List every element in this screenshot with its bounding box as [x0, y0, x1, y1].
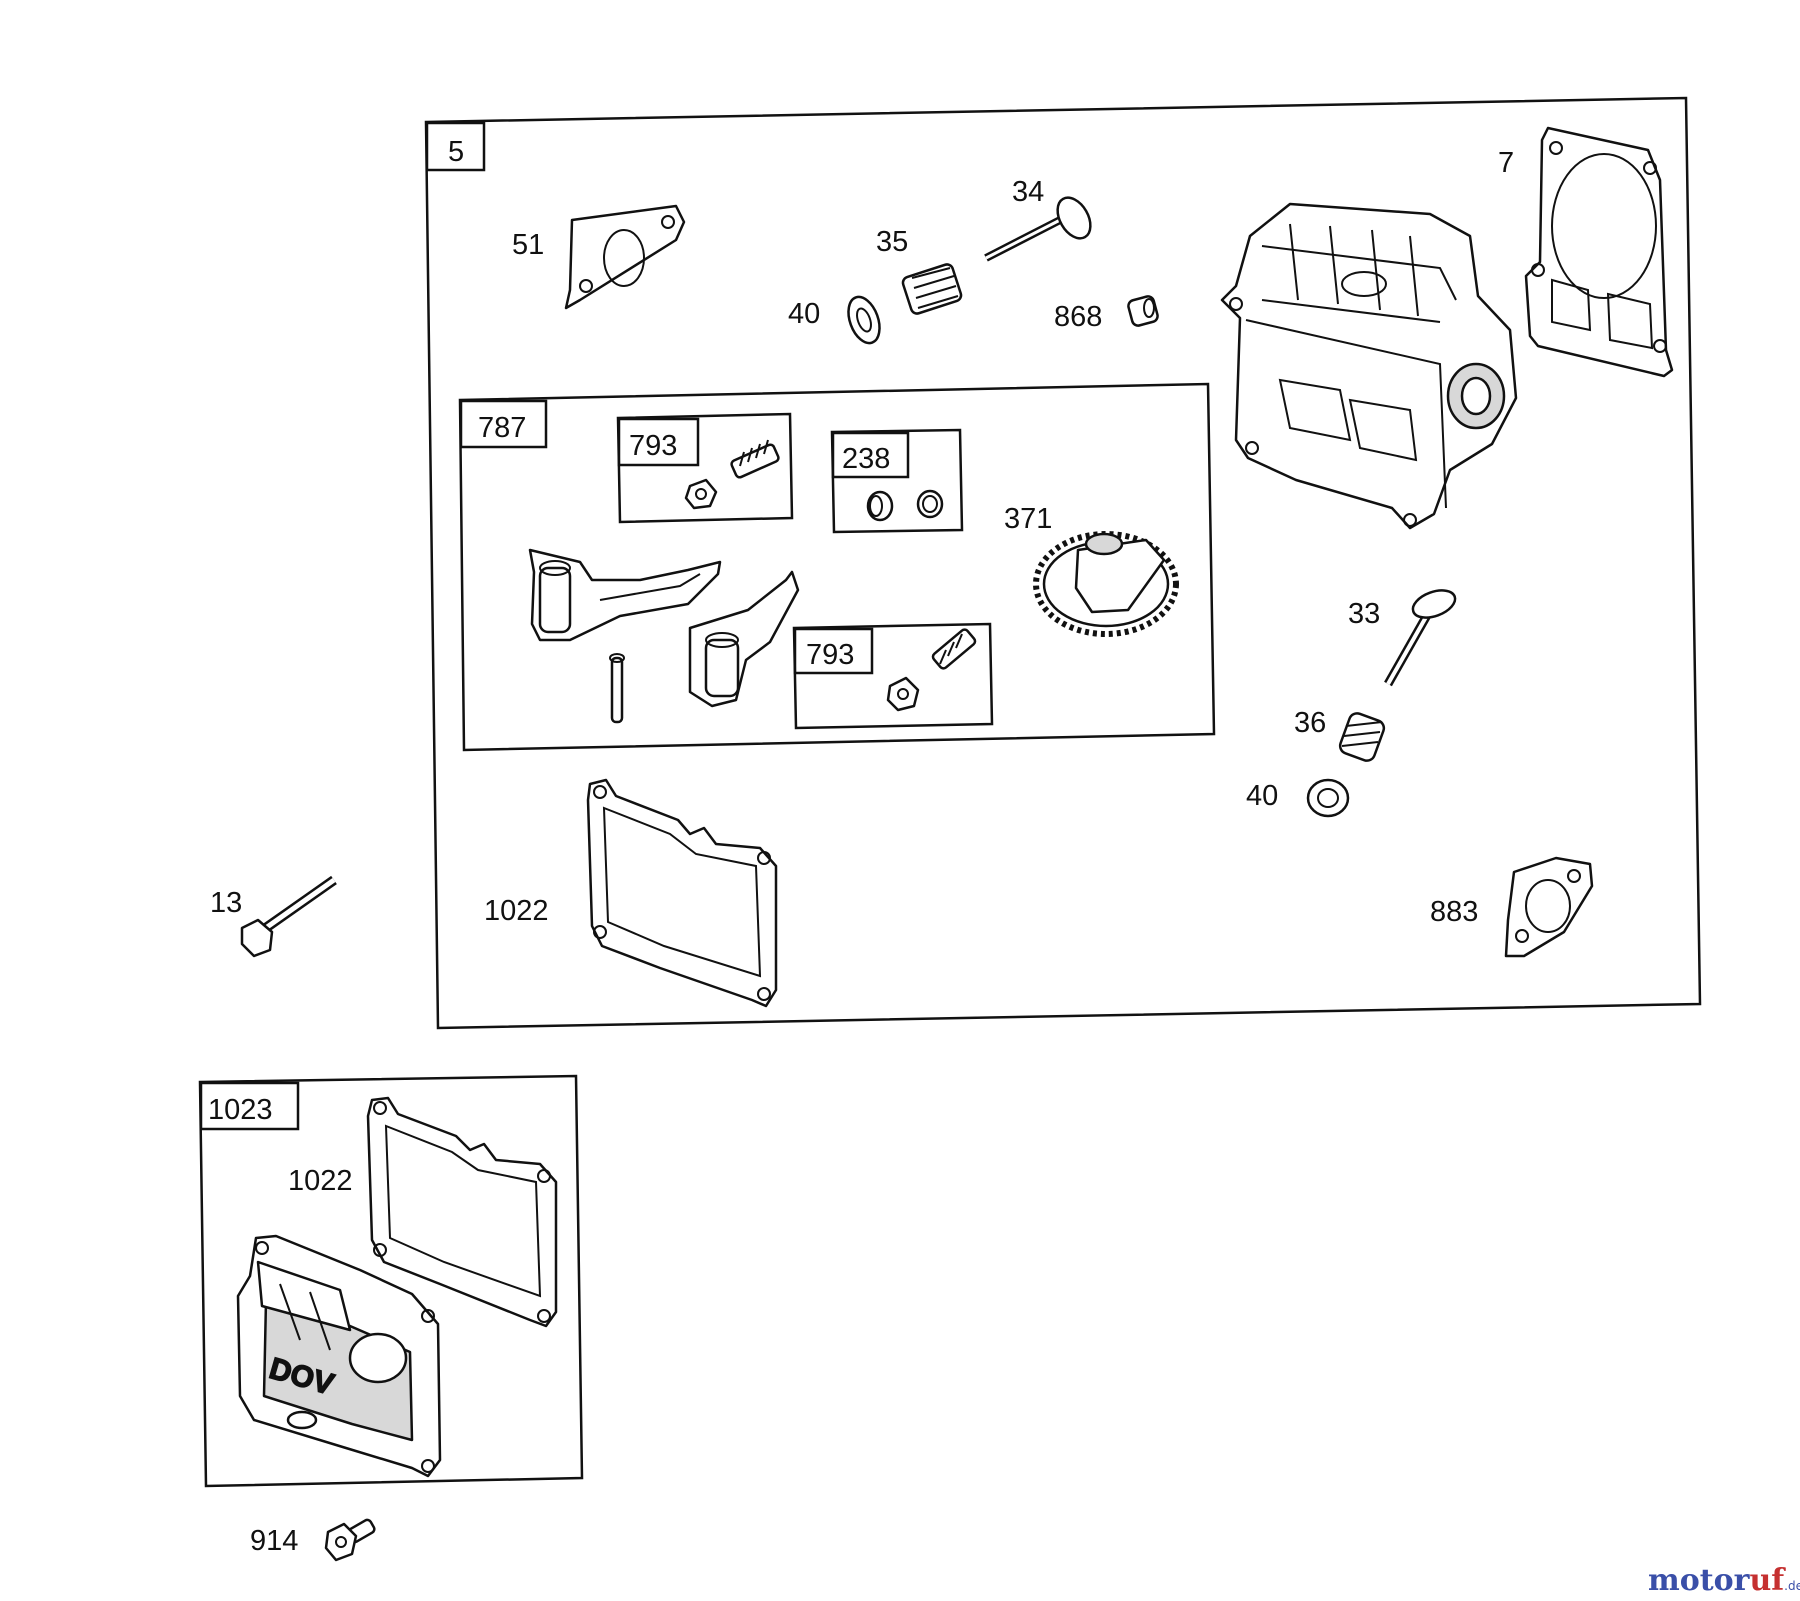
watermark-text: motoruf.de	[1648, 1563, 1800, 1598]
part-label-13: 13	[210, 887, 242, 919]
part-label-36: 36	[1294, 707, 1326, 739]
rocker-arm-left-part[interactable]	[528, 548, 722, 642]
adjuster-screw-top-part[interactable]	[730, 439, 780, 479]
cover-kit-label: 1023	[208, 1094, 273, 1126]
adjuster-nut-bottom-part[interactable]	[886, 676, 920, 712]
adjuster-kit-bottom-frame: 793	[792, 622, 994, 730]
cover-screw-part[interactable]	[324, 1518, 376, 1562]
part-label-7: 7	[1498, 147, 1514, 179]
part-label-371: 371	[1004, 503, 1052, 535]
exhaust-gasket-part[interactable]	[1504, 856, 1594, 958]
adjuster-kit-top-frame: 793	[616, 412, 794, 524]
intake-valve-part[interactable]	[1384, 585, 1459, 687]
valve-spring-top-part[interactable]	[901, 263, 963, 315]
part-label-34: 34	[1012, 176, 1044, 208]
adjuster-kit-top-label: 793	[629, 430, 677, 462]
adjuster-nut-top-part[interactable]	[684, 478, 718, 510]
rocker-cover-gasket-kit-part[interactable]	[366, 1096, 558, 1328]
rocker-cover-part[interactable]: DOV	[236, 1234, 442, 1478]
part-label-883: 883	[1430, 896, 1478, 928]
part-label-33: 33	[1348, 598, 1380, 630]
valve-seal-part[interactable]	[1127, 295, 1159, 327]
cap-kit-frame: 238	[830, 428, 964, 534]
valve-cap-right-part[interactable]	[916, 489, 944, 519]
part-label-35: 35	[876, 226, 908, 258]
push-rod-pin-part[interactable]	[609, 653, 625, 724]
valve-retainer-bottom-part[interactable]	[1306, 778, 1350, 818]
intake-gasket-part[interactable]	[564, 204, 686, 310]
adjuster-kit-bottom-label: 793	[806, 639, 854, 671]
part-label-1022-main: 1022	[484, 895, 549, 927]
exhaust-valve-part[interactable]	[984, 192, 1097, 262]
cylinder-head-gasket-part[interactable]	[1524, 126, 1674, 378]
head-bolt-part[interactable]	[240, 875, 337, 958]
part-label-51: 51	[512, 229, 544, 261]
cylinder-head-part[interactable]	[1220, 202, 1518, 530]
watermark-logo: motoruf.de	[1648, 1563, 1800, 1598]
part-label-1022-cover: 1022	[288, 1165, 353, 1197]
main-assembly-frame: 5	[424, 96, 1702, 1030]
part-label-868: 868	[1054, 301, 1102, 333]
part-label-40-top: 40	[788, 298, 820, 330]
adjuster-screw-bottom-part[interactable]	[931, 628, 977, 670]
part-label-914: 914	[250, 1525, 298, 1557]
rocker-kit-label: 787	[478, 412, 526, 444]
valve-spring-bottom-part[interactable]	[1338, 711, 1386, 763]
cap-kit-label: 238	[842, 443, 890, 475]
part-label-40-bottom: 40	[1246, 780, 1278, 812]
main-frame-label: 5	[448, 136, 464, 168]
rocker-cover-kit-frame: 1023	[198, 1074, 584, 1488]
valve-cap-left-part[interactable]	[866, 490, 894, 522]
rocker-arm-right-part[interactable]	[688, 570, 800, 708]
camshaft-gear-part[interactable]	[1033, 531, 1179, 637]
rocker-arm-kit-frame: 787	[458, 382, 1216, 752]
rocker-cover-gasket-main-part[interactable]	[586, 778, 778, 1008]
valve-retainer-top-part[interactable]	[843, 293, 886, 348]
